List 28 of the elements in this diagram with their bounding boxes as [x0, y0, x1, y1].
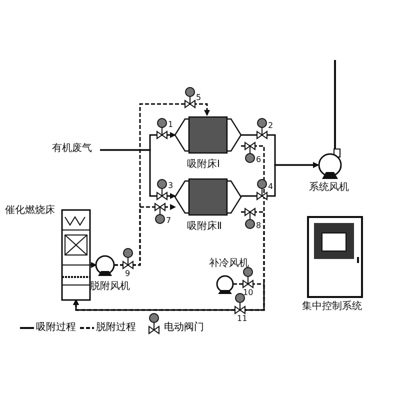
legend-label: 吸附过程: [36, 322, 76, 334]
arrow: [114, 204, 176, 266]
arrow: [73, 211, 265, 311]
equipment-label: 补冷风机: [209, 258, 249, 270]
callout-number: 3: [168, 181, 174, 190]
callout-number: 11: [237, 314, 248, 323]
equipment-label: 催化燃烧床: [5, 205, 55, 217]
callout-number: 2: [268, 121, 274, 130]
arrow: [90, 262, 97, 268]
callout-number: 1: [168, 120, 174, 129]
callout-number: 8: [256, 221, 262, 230]
equipment-label: 吸附床Ⅰ: [187, 159, 220, 171]
callout-number: 4: [268, 182, 274, 191]
equipment-label: 脱附风机: [90, 281, 130, 293]
label-text: 有机废气: [52, 143, 92, 155]
callout-number: 9: [125, 269, 130, 278]
arrow: [73, 283, 265, 311]
equipment-label: 系统风机: [309, 182, 349, 194]
equipment-label: 集中控制系统: [302, 301, 362, 313]
callout-number: 10: [243, 288, 254, 297]
arrow: [100, 149, 176, 199]
arrow: [241, 162, 319, 197]
legend-label: 电动阀门: [164, 322, 204, 334]
callout-number: 6: [256, 155, 262, 164]
callout-number: 7: [166, 216, 172, 225]
equipment-label: 吸附床Ⅱ: [187, 221, 222, 233]
callout-number: 5: [196, 93, 202, 102]
legend-label: 脱附过程: [96, 322, 136, 334]
